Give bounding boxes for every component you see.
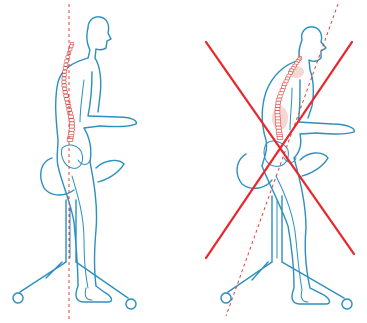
vertebra: [62, 87, 66, 90]
vertebra: [276, 126, 281, 129]
vertebra: [275, 108, 280, 111]
vertebra: [276, 101, 281, 104]
vertebra: [69, 125, 74, 128]
vertebra: [69, 122, 74, 125]
plumb-line-right: [226, 4, 338, 316]
vertebra: [279, 92, 283, 95]
vertebra: [62, 80, 66, 83]
vertebra: [70, 45, 73, 48]
vertebra: [278, 95, 283, 98]
vertebra: [62, 74, 66, 77]
vertebra: [69, 128, 74, 131]
vertebra: [66, 105, 71, 108]
vertebrae-left: [62, 43, 75, 142]
vertebra: [69, 119, 74, 122]
vertebra: [67, 139, 73, 142]
spine-left: [62, 43, 75, 142]
vertebra: [280, 89, 284, 92]
vertebra: [63, 67, 67, 70]
vertebra: [283, 83, 287, 86]
vertebra: [275, 117, 280, 120]
vertebra: [63, 70, 67, 73]
vertebra: [275, 111, 280, 114]
vertebra: [275, 104, 280, 107]
pelvis-left: [61, 145, 90, 168]
vertebra: [275, 114, 280, 117]
vertebra: [63, 91, 67, 94]
vertebra: [64, 94, 69, 97]
vertebra: [68, 112, 73, 115]
incorrect-posture-figure: [206, 4, 354, 316]
vertebra: [277, 137, 283, 140]
saddle-stool-right: [221, 153, 352, 309]
vertebra: [62, 84, 66, 87]
vertebra: [276, 123, 281, 126]
vertebra: [65, 60, 69, 63]
vertebra: [277, 98, 282, 101]
vertebra: [276, 129, 281, 132]
body-outline-right: [262, 27, 354, 304]
correct-posture-figure: [13, 4, 136, 322]
vertebra: [68, 115, 73, 118]
vertebra: [281, 86, 285, 89]
vertebra: [284, 80, 288, 83]
wrong-posture-cross-mark: [206, 42, 354, 258]
vertebra: [62, 77, 66, 80]
vertebra: [275, 120, 280, 123]
vertebra: [64, 63, 68, 66]
